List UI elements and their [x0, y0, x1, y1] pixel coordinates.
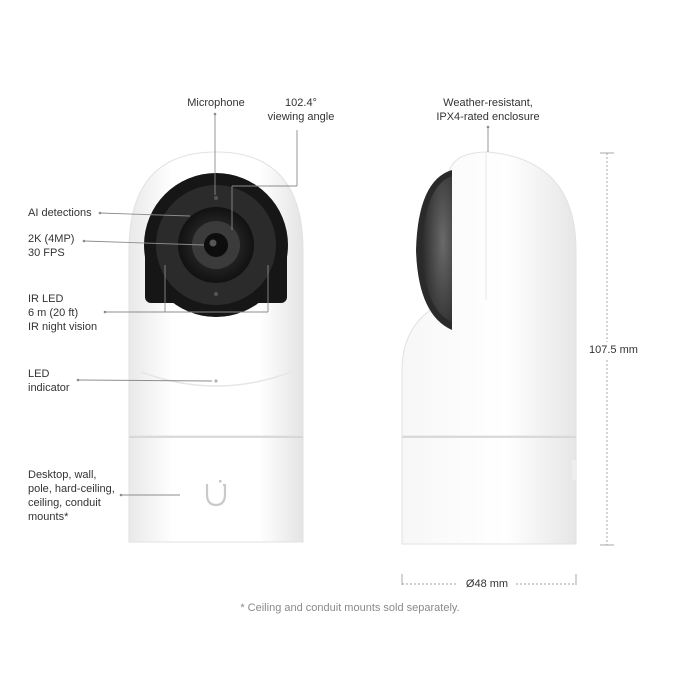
- mounts-line-4: mounts*: [28, 511, 69, 523]
- ai-detections-label: AI detections: [28, 207, 92, 219]
- resolution-line-2: 30 FPS: [28, 247, 65, 259]
- mounts-label: Desktop, wall, pole, hard-ceiling, ceili…: [28, 468, 115, 524]
- mounts-line-3: ceiling, conduit: [28, 497, 101, 509]
- viewing-angle-text: viewing angle: [267, 111, 335, 123]
- footnote: * Ceiling and conduit mounts sold separa…: [240, 602, 460, 614]
- callout-lines: [76, 112, 490, 497]
- enclosure-line-2: IPX4-rated enclosure: [436, 111, 540, 123]
- mounts-line-2: pole, hard-ceiling,: [28, 483, 115, 495]
- mounts-line-1: Desktop, wall,: [28, 469, 97, 481]
- resolution-line-1: 2K (4MP): [28, 233, 75, 245]
- diameter-dimension-label: Ø48 mm: [465, 578, 509, 590]
- ubiquiti-u-logo-icon: [205, 480, 227, 507]
- viewing-angle-value: 102.4°: [285, 97, 317, 109]
- side-camera: [401, 151, 577, 545]
- ir-led-line-3: IR night vision: [28, 321, 98, 333]
- front-camera: [128, 151, 304, 543]
- led-indicator-label: LED indicator: [28, 367, 70, 395]
- microphone-label: Microphone: [187, 97, 245, 109]
- enclosure-label: Weather-resistant, IPX4-rated enclosure: [418, 96, 558, 124]
- ir-led-line-2: 6 m (20 ft): [28, 307, 79, 319]
- led-indicator-line-2: indicator: [28, 382, 70, 394]
- led-indicator-line-1: LED: [28, 368, 50, 380]
- height-dimension-label: 107.5 mm: [589, 344, 638, 356]
- ir-led-line-1: IR LED: [28, 293, 64, 305]
- resolution-label: 2K (4MP) 30 FPS: [28, 232, 74, 260]
- enclosure-line-1: Weather-resistant,: [443, 97, 533, 109]
- dimension-lines: [401, 152, 614, 585]
- ir-led-label: IR LED 6 m (20 ft) IR night vision: [28, 292, 97, 334]
- viewing-angle-label: 102.4° viewing angle: [258, 96, 344, 124]
